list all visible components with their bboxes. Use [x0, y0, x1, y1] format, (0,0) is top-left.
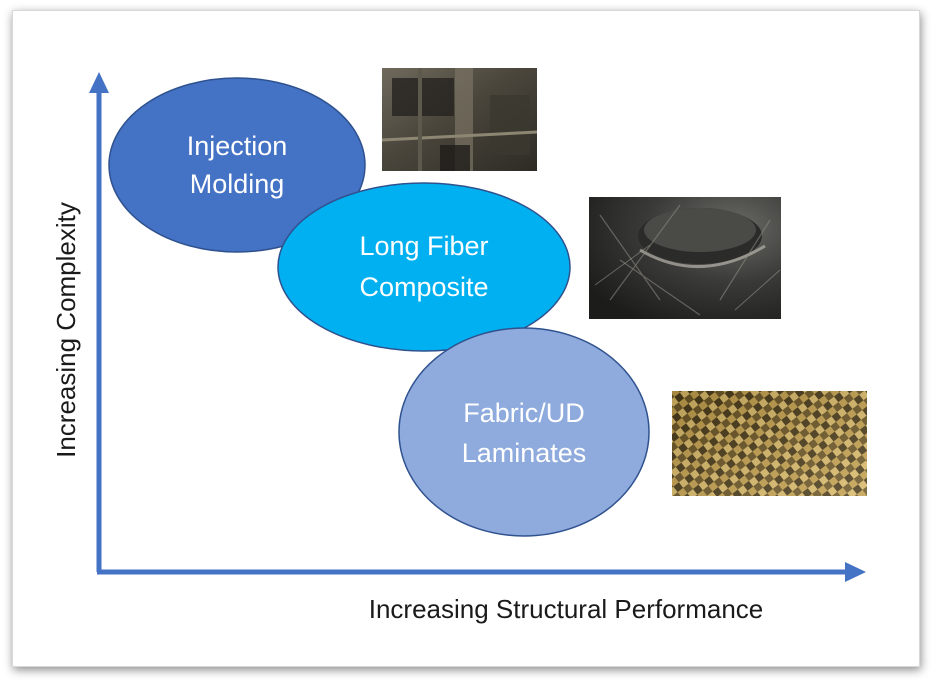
y-axis — [89, 72, 109, 572]
injection-molding-label-line2: Molding — [190, 169, 285, 199]
long-fiber-composite-ellipse — [277, 182, 571, 352]
injection-molding-label-line1: Injection — [187, 131, 288, 161]
long-fiber-composite-bubble: Long Fiber Composite — [277, 182, 571, 352]
injection-molding-ellipse — [108, 77, 366, 253]
injection-molded-part-photo — [381, 68, 538, 171]
fabric-ud-laminates-ellipse — [398, 327, 650, 537]
long-fiber-composite-label-line2: Composite — [359, 272, 488, 302]
y-axis-label: Increasing Complexity — [51, 202, 81, 458]
fabric-ud-laminates-label-line2: Laminates — [462, 438, 587, 468]
long-fiber-composite-label-line1: Long Fiber — [359, 231, 488, 261]
x-axis-arrowhead — [845, 562, 866, 582]
x-axis — [97, 562, 866, 582]
fabric-ud-laminates-label-line1: Fabric/UD — [463, 398, 585, 428]
y-axis-arrowhead — [89, 72, 109, 93]
injection-molding-bubble: Injection Molding — [108, 77, 366, 253]
long-fiber-composite-part-photo — [589, 197, 781, 319]
x-axis-label: Increasing Structural Performance — [369, 594, 764, 624]
woven-carbon-fabric-photo — [672, 391, 867, 496]
fabric-ud-laminates-bubble: Fabric/UD Laminates — [398, 327, 650, 537]
